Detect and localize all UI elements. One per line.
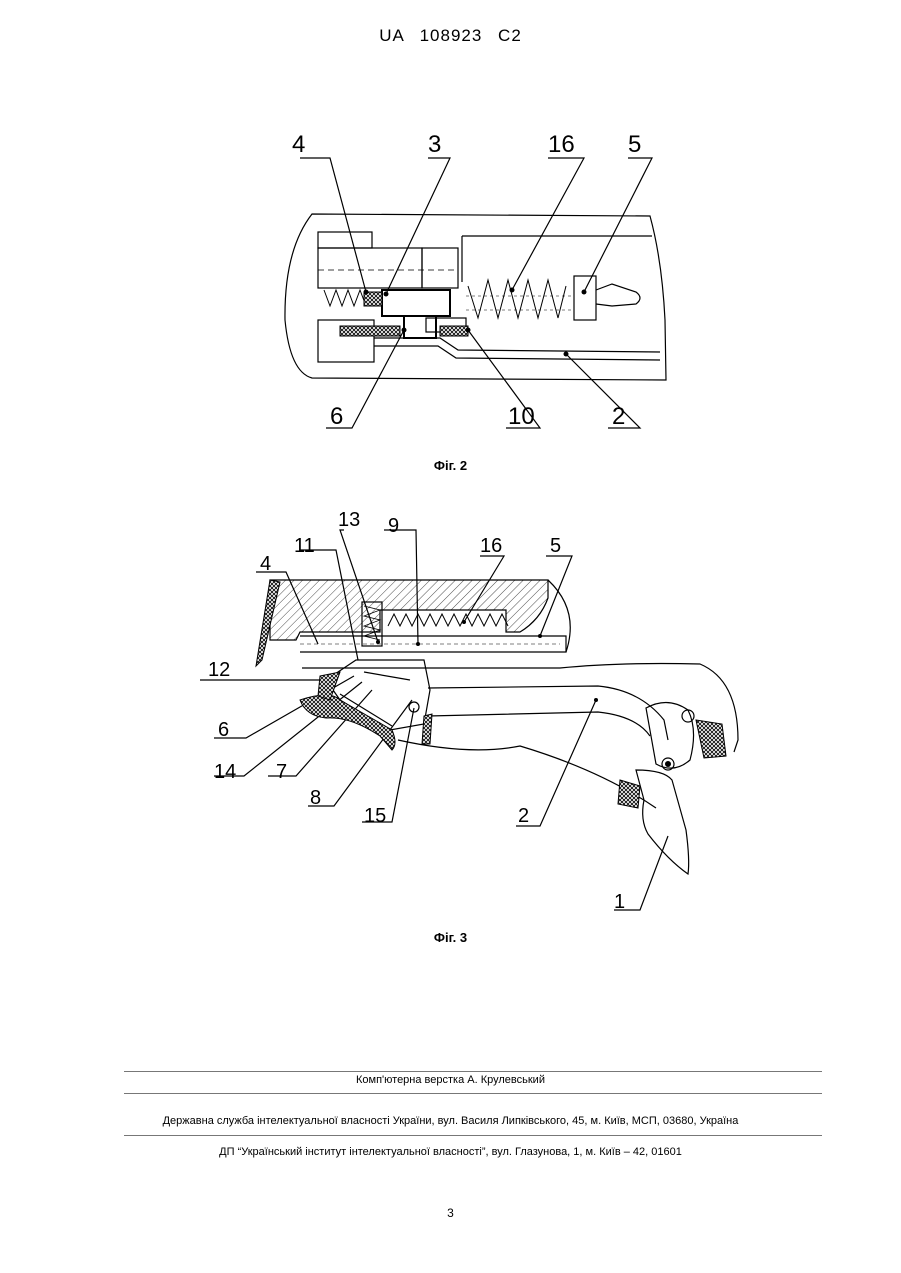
fig3-label-7: 7 [276,761,287,783]
fig3-label-1: 1 [614,891,625,913]
page-number: 3 [0,1206,901,1220]
fig3-label-4: 4 [260,553,271,575]
fig3-label-9: 9 [388,515,399,537]
footer-divider-top [124,1071,822,1072]
layout-credit: Комп'ютерна верстка А. Крулевський [0,1074,901,1086]
fig3-label-11: 11 [294,535,315,557]
figure-3-drawing: 13 9 11 16 5 4 12 6 14 7 8 15 2 1 [0,0,901,940]
fig3-label-5: 5 [550,535,561,557]
fig3-label-12: 12 [208,659,230,681]
fig3-label-16: 16 [480,535,502,557]
fig3-label-15: 15 [364,805,386,827]
footer-divider-middle [124,1093,822,1094]
agency-address: Державна служба інтелектуальної власност… [0,1115,901,1127]
fig3-label-13: 13 [338,509,360,531]
fig3-label-14: 14 [214,761,236,783]
institute-address: ДП “Український інститут інтелектуальної… [0,1146,901,1158]
figure-3-caption: Фіг. 3 [0,930,901,945]
fig3-label-2: 2 [518,805,529,827]
fig3-label-8: 8 [310,787,321,809]
fig3-label-6: 6 [218,719,229,741]
footer-divider-bottom [124,1135,822,1136]
